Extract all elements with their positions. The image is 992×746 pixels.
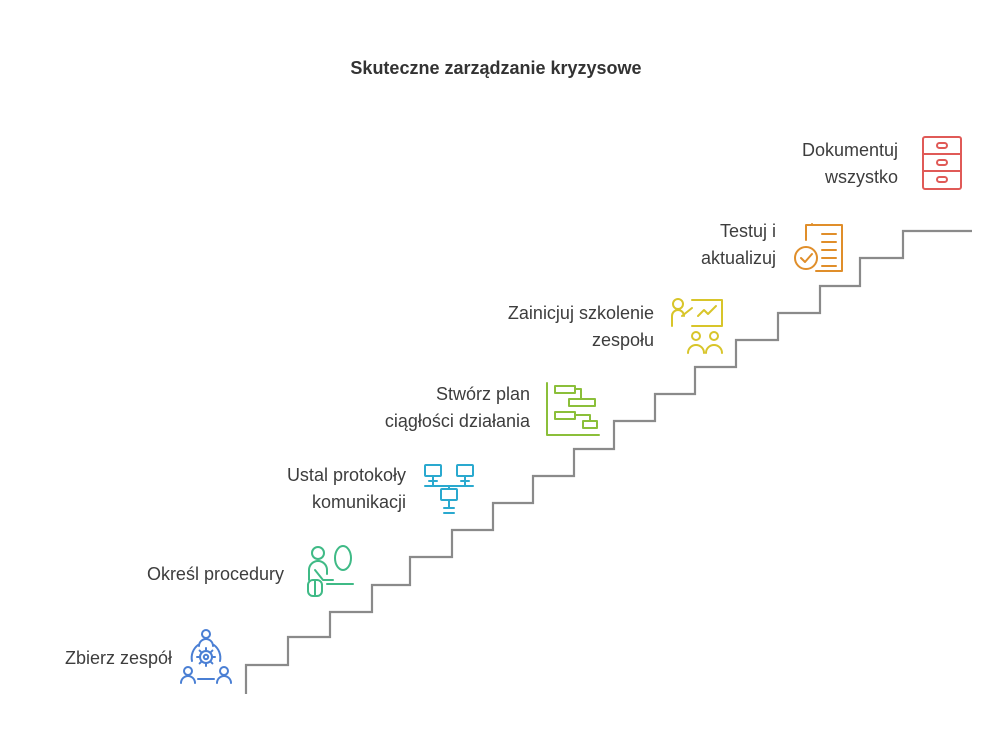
step-4-line-2: ciągłości działania bbox=[384, 411, 530, 431]
step-2-line-1: Określ procedury bbox=[146, 564, 284, 584]
step-5-line-1: Zainicjuj szkolenie bbox=[507, 303, 654, 323]
diagram-title: Skuteczne zarządzanie kryzysowe bbox=[350, 58, 642, 78]
step-5-line-2: zespołu bbox=[591, 330, 654, 350]
step-5-label: Zainicjuj szkolenie zespołu bbox=[508, 300, 654, 354]
step-1-label: Zbierz zespół bbox=[65, 645, 172, 672]
presentation-training-icon bbox=[671, 298, 723, 354]
team-gear-icon bbox=[180, 629, 232, 684]
step-3-label: Ustal protokoły komunikacji bbox=[287, 462, 406, 516]
checklist-approved-icon bbox=[794, 223, 843, 272]
step-6-line-2: aktualizuj bbox=[700, 248, 776, 268]
step-6-label: Testuj i aktualizuj bbox=[701, 218, 776, 272]
filing-cabinet-icon bbox=[922, 136, 962, 190]
network-computers-icon bbox=[424, 464, 474, 514]
step-7-line-1: Dokumentuj bbox=[801, 140, 898, 160]
step-3-line-2: komunikacji bbox=[311, 492, 406, 512]
gantt-chart-icon bbox=[546, 382, 600, 436]
step-1-line-1: Zbierz zespół bbox=[64, 648, 172, 668]
step-3-line-1: Ustal protokoły bbox=[286, 465, 406, 485]
step-7-label: Dokumentuj wszystko bbox=[802, 137, 898, 191]
person-thinking-icon bbox=[307, 545, 354, 597]
step-2-label: Określ procedury bbox=[147, 561, 284, 588]
step-4-label: Stwórz plan ciągłości działania bbox=[385, 381, 530, 435]
step-4-line-1: Stwórz plan bbox=[435, 384, 530, 404]
step-6-line-1: Testuj i bbox=[719, 221, 776, 241]
step-7-line-2: wszystko bbox=[824, 167, 898, 187]
